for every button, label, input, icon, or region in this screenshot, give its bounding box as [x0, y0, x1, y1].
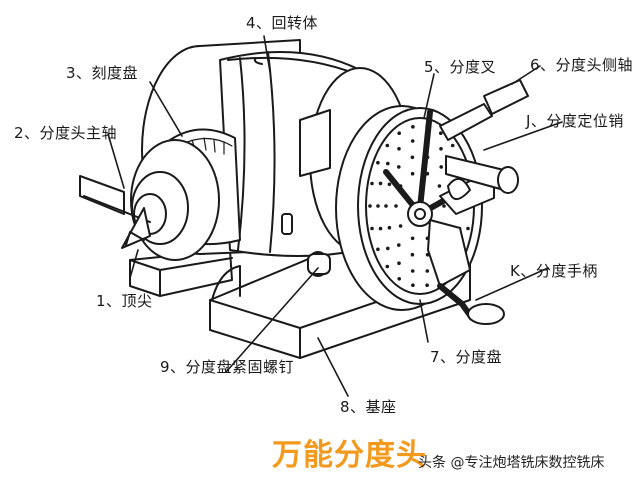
- side-shaft: [439, 79, 529, 141]
- label-J-index-pin: J、分度定位销: [526, 112, 624, 130]
- label-8-base: 8、基座: [340, 398, 397, 416]
- index-hole: [397, 165, 401, 169]
- sector-arms: [383, 109, 455, 227]
- leader-lines: [107, 35, 563, 397]
- label-K-index-crank: K、分度手柄: [510, 262, 598, 280]
- index-hole: [425, 283, 429, 288]
- index-hole: [376, 204, 380, 208]
- label-4-rotary-body: 4、回转体: [246, 14, 319, 32]
- label-6-side-shaft: 6、分度头侧轴: [530, 56, 634, 74]
- index-hole: [384, 204, 388, 208]
- index-hole: [387, 182, 392, 187]
- index-hole: [450, 143, 455, 148]
- center-point: [121, 207, 151, 249]
- index-hole: [410, 236, 415, 241]
- index-hole: [411, 283, 415, 288]
- index-hole: [394, 204, 398, 208]
- index-hole: [466, 226, 470, 231]
- index-hole: [437, 184, 442, 188]
- source-credit: 头条 @专注炮塔铣床数控铣床: [418, 455, 605, 471]
- index-crank: [427, 155, 519, 325]
- index-hole: [411, 125, 415, 129]
- index-hole: [397, 277, 402, 281]
- index-hole: [439, 147, 443, 151]
- index-hole: [398, 224, 403, 228]
- index-hole: [410, 252, 415, 257]
- index-hole: [385, 264, 390, 269]
- index-hole: [397, 131, 402, 135]
- index-hole: [410, 139, 415, 143]
- index-hole: [397, 243, 401, 247]
- index-hole: [376, 247, 380, 252]
- index-hole: [368, 204, 372, 208]
- index-hole: [442, 204, 446, 208]
- index-hole: [387, 225, 392, 230]
- label-2-main-spindle: 2、分度头主轴: [14, 124, 118, 142]
- index-hole: [385, 143, 390, 148]
- diagram-title: 万能分度头: [272, 438, 427, 473]
- index-hole: [439, 165, 444, 169]
- index-hole: [410, 155, 415, 160]
- index-hole: [410, 269, 415, 273]
- index-hole: [376, 160, 380, 165]
- label-9-clamp-screw: 9、分度盘紧固螺钉: [160, 358, 295, 376]
- index-hole: [370, 226, 374, 231]
- index-hole: [397, 261, 401, 266]
- label-3-dial: 3、刻度盘: [66, 64, 139, 82]
- label-1-center: 1、顶尖: [96, 292, 153, 310]
- label-5-sector-arms: 5、分度叉: [424, 58, 497, 76]
- clamp-screw: [307, 251, 331, 277]
- index-hole: [386, 161, 390, 166]
- index-hole: [386, 246, 390, 251]
- index-hole: [370, 181, 374, 186]
- index-hole: [378, 181, 383, 186]
- index-hole: [425, 269, 430, 273]
- index-hole: [410, 171, 415, 176]
- main-spindle: [79, 139, 220, 261]
- label-7-index-plate: 7、分度盘: [430, 348, 503, 366]
- index-hole: [397, 147, 401, 151]
- index-hole: [439, 131, 443, 135]
- index-hole: [378, 226, 383, 231]
